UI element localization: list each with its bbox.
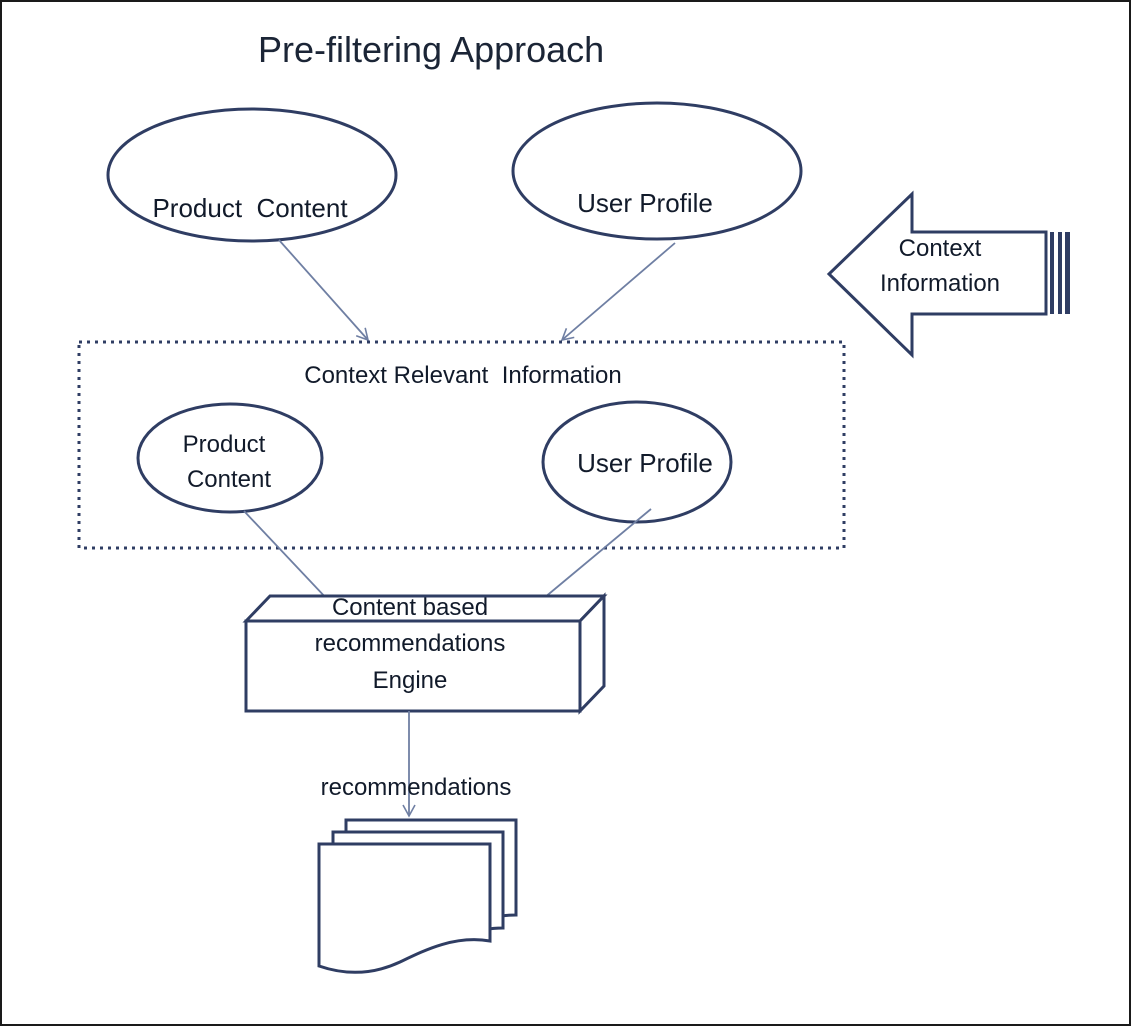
diagram-title: Pre-filtering Approach: [258, 29, 604, 70]
context-information-arrow: [826, 190, 1070, 359]
arrow-inner-product-to-engine: [243, 510, 329, 601]
inner-user-profile-ellipse: [541, 400, 733, 524]
engine-line1: Content based: [332, 594, 488, 621]
product-content-ellipse: [106, 107, 398, 243]
arrow-profile-to-context: [560, 242, 676, 342]
context-relevant-label: Context Relevant Information: [304, 362, 622, 389]
user-profile-ellipse: [511, 101, 803, 241]
output-label: recommendations: [321, 774, 512, 801]
inner-product-content-ellipse: [136, 402, 324, 514]
engine-line2: recommendations: [315, 630, 506, 657]
arrow-product-to-context: [278, 239, 370, 342]
context-information-line2: Information: [880, 270, 1000, 297]
user-profile-label: User Profile: [577, 188, 713, 218]
inner-product-content-line1: Product: [183, 431, 266, 458]
recommendations-documents: [317, 818, 518, 974]
product-content-label: Product Content: [152, 193, 348, 223]
arrow-inner-profile-to-engine: [530, 508, 652, 610]
context-relevant-box: [77, 340, 846, 550]
engine-box: [242, 592, 608, 715]
inner-user-profile-label: User Profile: [577, 448, 713, 478]
inner-product-content-line2: Content: [187, 466, 271, 493]
engine-line3: Engine: [373, 667, 448, 694]
context-information-line1: Context: [899, 235, 982, 262]
